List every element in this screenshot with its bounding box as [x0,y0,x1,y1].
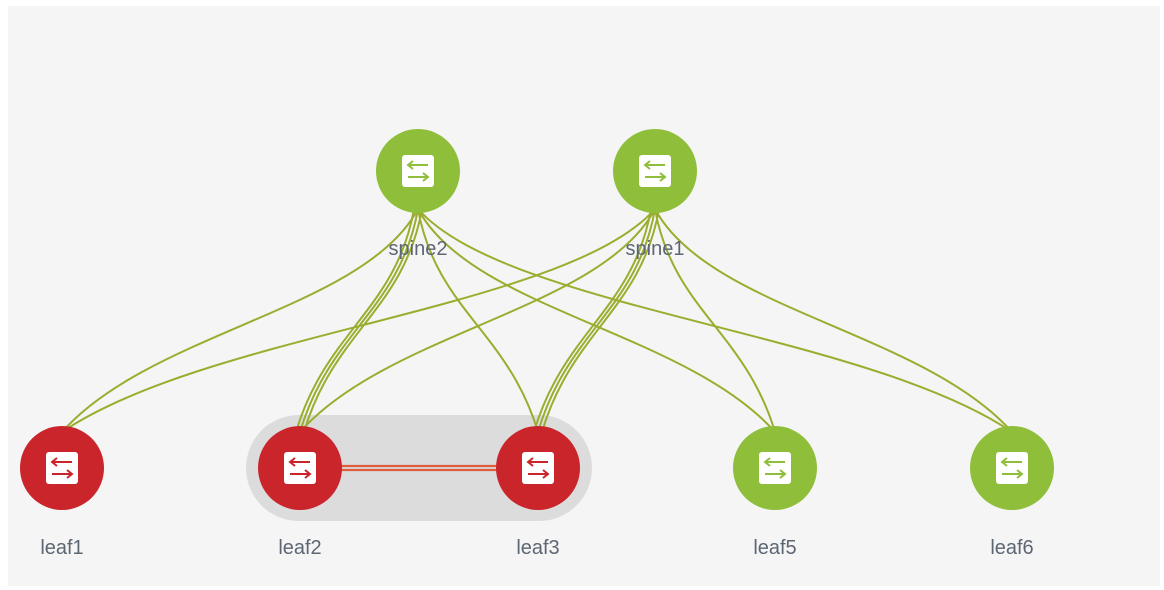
node-label-leaf5: leaf5 [753,537,796,559]
link-spine2-leaf1[interactable] [61,208,419,433]
node-leaf1[interactable]: leaf1 [20,426,104,559]
node-leaf3[interactable]: leaf3 [496,426,580,559]
link-spine1-leaf5[interactable] [654,208,776,433]
switch-arrows-icon [996,452,1028,484]
switch-arrows-icon [402,155,434,187]
topology-diagram: spine2 spine1 leaf1 leaf2 leaf3 leaf5 leaf6 [20,129,1054,559]
link-spine1-leaf2[interactable] [299,208,656,433]
node-leaf6[interactable]: leaf6 [970,426,1054,559]
switch-arrows-icon [284,452,316,484]
node-label-spine2: spine2 [389,238,448,260]
link-spine1-leaf1[interactable] [61,208,656,433]
link-spine2-leaf5[interactable] [417,208,776,433]
node-leaf2[interactable]: leaf2 [258,426,342,559]
link-spine1-leaf3-2[interactable] [537,208,656,433]
node-label-leaf6: leaf6 [990,537,1033,559]
node-label-spine1: spine1 [626,238,685,260]
node-label-leaf2: leaf2 [278,537,321,559]
nodes-layer: spine2 spine1 leaf1 leaf2 leaf3 leaf5 leaf6 [20,129,1054,559]
link-spine2-leaf2-3[interactable] [303,208,423,433]
node-label-leaf3: leaf3 [516,537,559,559]
link-spine2-leaf3[interactable] [417,208,539,433]
switch-arrows-icon [522,452,554,484]
switch-arrows-icon [639,155,671,187]
link-spine2-leaf2-2[interactable] [299,208,419,433]
link-spine2-leaf2-1[interactable] [295,208,415,433]
switch-arrows-icon [46,452,78,484]
node-label-leaf1: leaf1 [40,537,83,559]
node-leaf5[interactable]: leaf5 [733,426,817,559]
link-spine1-leaf3-1[interactable] [533,208,652,433]
topology-canvas: spine2 spine1 leaf1 leaf2 leaf3 leaf5 leaf6 [8,6,1160,586]
switch-arrows-icon [759,452,791,484]
node-spine2[interactable]: spine2 [376,129,460,260]
link-spine1-leaf3-3[interactable] [541,208,660,433]
link-spine2-leaf6[interactable] [417,208,1013,433]
node-spine1[interactable]: spine1 [613,129,697,260]
link-spine1-leaf6[interactable] [654,208,1013,433]
